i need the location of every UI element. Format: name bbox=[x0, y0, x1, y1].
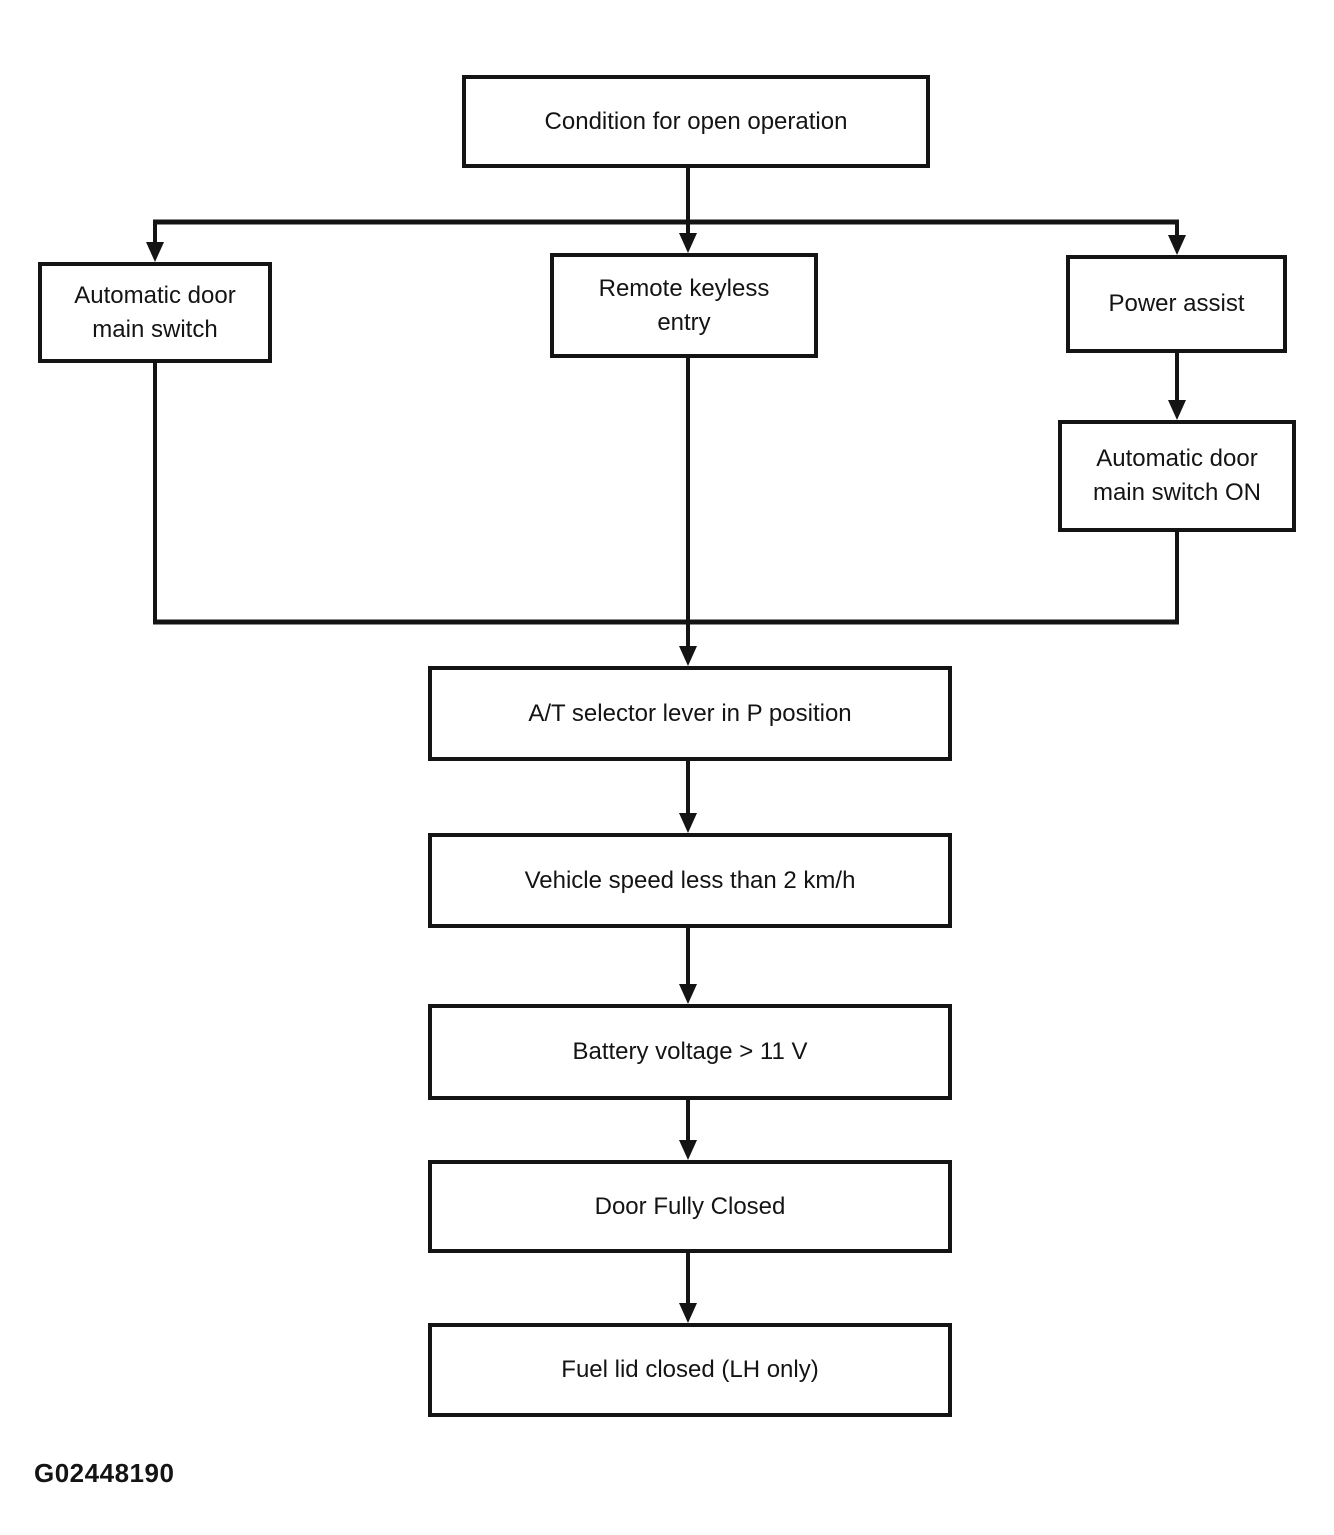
node-remote-keyless-entry: Remote keyless entry bbox=[550, 253, 818, 358]
arrowhead-door-closed bbox=[679, 1140, 697, 1160]
arrowhead-battery bbox=[679, 984, 697, 1004]
arrowhead-auto-switch-on bbox=[1168, 400, 1186, 420]
arrowhead-power-assist bbox=[1168, 235, 1186, 255]
node-condition-for-open-operation: Condition for open operation bbox=[462, 75, 930, 168]
node-vehicle-speed-condition: Vehicle speed less than 2 km/h bbox=[428, 833, 952, 928]
figure-id-label: G02448190 bbox=[34, 1458, 175, 1488]
node-battery-voltage-condition: Battery voltage > 11 V bbox=[428, 1004, 952, 1100]
arrowhead-auto-main-switch bbox=[146, 242, 164, 262]
arrowhead-at-selector bbox=[679, 646, 697, 666]
node-automatic-door-main-switch: Automatic door main switch bbox=[38, 262, 272, 363]
arrowhead-remote-keyless bbox=[679, 233, 697, 253]
arrowhead-vehicle-speed bbox=[679, 813, 697, 833]
arrowhead-fuel-lid bbox=[679, 1303, 697, 1323]
node-at-selector-lever-p-position: A/T selector lever in P position bbox=[428, 666, 952, 761]
node-door-fully-closed: Door Fully Closed bbox=[428, 1160, 952, 1253]
node-power-assist: Power assist bbox=[1066, 255, 1287, 353]
node-fuel-lid-closed: Fuel lid closed (LH only) bbox=[428, 1323, 952, 1417]
node-automatic-door-main-switch-on: Automatic door main switch ON bbox=[1058, 420, 1296, 532]
